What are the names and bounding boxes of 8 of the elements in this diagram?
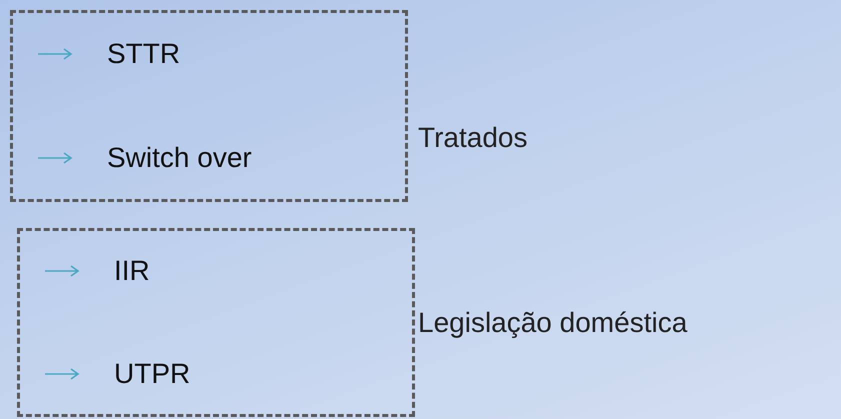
list-item: STTR [107, 38, 180, 70]
list-item: Switch over [107, 142, 252, 174]
list-item: IIR [114, 255, 150, 288]
group-label: Legislação doméstica [418, 307, 688, 339]
dashed-box [10, 10, 408, 202]
list-item: UTPR [114, 358, 190, 390]
group-label: Tratados [418, 122, 528, 154]
dashed-box [17, 228, 415, 417]
